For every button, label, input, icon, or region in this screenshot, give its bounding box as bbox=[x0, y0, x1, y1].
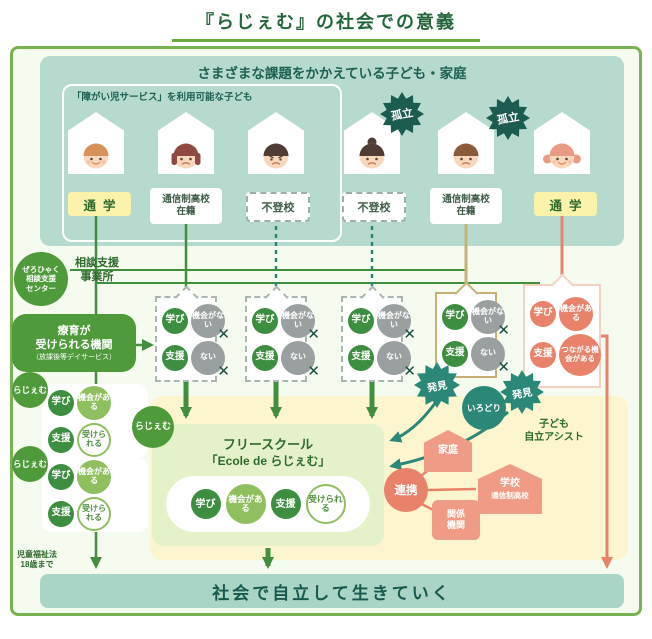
connected-box: 学び 機会がある 支援 つながる機会がある bbox=[523, 284, 601, 388]
status-tsushin-1: 通信制高校 在籍 bbox=[150, 188, 222, 224]
support-received-bubble: 受けられる bbox=[77, 496, 111, 531]
support-row: 支援 ない ✕ bbox=[348, 340, 416, 380]
learning-bubble: 学び bbox=[48, 463, 74, 490]
support-bubble: 支援 bbox=[48, 426, 74, 453]
learning-bubble: 学び bbox=[442, 303, 468, 330]
child-face-icon bbox=[453, 143, 479, 169]
learning-row: 学び 機会がない ✕ bbox=[348, 303, 416, 343]
connected-opportunity-bubble: つながる機会がある bbox=[559, 333, 601, 376]
support-row: 支援 ない ✕ bbox=[442, 336, 510, 376]
support-bubble: 支援 bbox=[530, 341, 556, 368]
child-face-icon bbox=[263, 143, 289, 169]
cross-mark-icon: ✕ bbox=[307, 325, 320, 343]
welfare-law-note: 児童福祉法 18歳まで bbox=[17, 550, 57, 570]
status-futoko-2: 不登校 bbox=[342, 192, 406, 222]
support-received-bubble: 受けられる bbox=[77, 422, 111, 457]
related-organization-node: 関係 機関 bbox=[432, 500, 480, 540]
rajemu-badge-school: らじぇむ bbox=[132, 406, 174, 448]
top-panel-title: さまざまな課題をかかえている子ども・家庭 bbox=[197, 66, 467, 81]
learning-row: 学び 機会がない ✕ bbox=[252, 303, 320, 343]
free-school-title-line1: フリースクール bbox=[222, 437, 314, 452]
support-bubble: 支援 bbox=[162, 344, 188, 371]
cooperation-node: 連携 bbox=[384, 468, 428, 512]
child-face-icon bbox=[83, 143, 109, 169]
page-title: 『らじぇむ』の社会での意義 bbox=[0, 8, 652, 42]
cross-mark-icon: ✕ bbox=[497, 358, 510, 376]
child-face-icon bbox=[359, 137, 385, 169]
no-opportunity-bubble: 機会がない bbox=[191, 303, 225, 338]
assist-service-badge: いろどり bbox=[462, 386, 506, 430]
no-opportunity-bubble: 機会がない bbox=[377, 303, 411, 338]
no-support-bubble: ない bbox=[377, 340, 411, 375]
learning-row: 学び 機会がない ✕ bbox=[162, 303, 230, 343]
opportunity-available-bubble: 機会がある bbox=[225, 484, 266, 524]
status-futoko-1: 不登校 bbox=[246, 192, 310, 222]
no-support-bubble: ない bbox=[471, 336, 505, 371]
deficit-box-3: 学び 機会がない ✕ 支援 ない ✕ bbox=[341, 296, 416, 382]
learning-row: 学び 機会がある bbox=[48, 385, 111, 420]
deficit-box-2: 学び 機会がない ✕ 支援 ない ✕ bbox=[245, 296, 320, 382]
cross-mark-icon: ✕ bbox=[217, 325, 230, 343]
learning-row: 学び 機会がない ✕ bbox=[442, 299, 510, 339]
status-tsugaku-1: 通学 bbox=[68, 192, 131, 216]
no-opportunity-bubble: 機会がない bbox=[281, 303, 315, 338]
disability-service-label: 「障がい児サービス」を利用可能な子ども bbox=[72, 92, 253, 103]
cross-mark-icon: ✕ bbox=[403, 325, 416, 343]
no-opportunity-bubble: 機会がない bbox=[471, 299, 505, 334]
opportunity-available-bubble: 機会がある bbox=[77, 459, 111, 494]
rajemu-badge-1: らじぇむ bbox=[12, 372, 48, 408]
child-face-icon bbox=[543, 143, 581, 169]
cross-mark-icon: ✕ bbox=[497, 321, 510, 339]
support-bubble: 支援 bbox=[48, 500, 74, 527]
bottom-goal-bar: 社会で自立して生きていく bbox=[40, 574, 624, 608]
support-row: 支援 受けられる bbox=[48, 496, 111, 531]
learning-bubble: 学び bbox=[530, 300, 556, 327]
support-received-bubble: 受けられる bbox=[305, 484, 346, 524]
zerohyaku-center-badge: ぜろひゃく 相談支援 センター bbox=[14, 252, 68, 306]
support-bubble: 支援 bbox=[348, 344, 374, 371]
learning-row: 学び 機会がある bbox=[48, 459, 111, 494]
deficit-box-1: 学び 機会がない ✕ 支援 ない ✕ bbox=[155, 296, 230, 382]
learning-bubble: 学び bbox=[190, 489, 221, 519]
ryoiku-organization-label: 療育が 受けられる機関 （放課後等デイサービス） bbox=[12, 314, 136, 372]
learning-row: 学び 機会がある bbox=[530, 296, 593, 331]
learning-bubble: 学び bbox=[348, 307, 374, 334]
rajemu-outcome-box-2: 学び 機会がある 支援 受けられる bbox=[42, 458, 148, 532]
child-face-icon bbox=[171, 143, 201, 169]
support-row: 支援 つながる機会がある bbox=[530, 333, 601, 376]
no-support-bubble: ない bbox=[281, 340, 315, 375]
rajemu-badge-2: らじぇむ bbox=[12, 446, 48, 482]
deficit-box-4: 学び 機会がない ✕ 支援 ない ✕ bbox=[435, 292, 510, 378]
support-bubble: 支援 bbox=[270, 489, 301, 519]
cross-mark-icon: ✕ bbox=[307, 362, 320, 380]
cross-mark-icon: ✕ bbox=[217, 362, 230, 380]
learning-bubble: 学び bbox=[48, 389, 74, 416]
cross-mark-icon: ✕ bbox=[403, 362, 416, 380]
disability-service-group-box bbox=[62, 84, 342, 242]
learning-bubble: 学び bbox=[162, 307, 188, 334]
support-bubble: 支援 bbox=[442, 340, 468, 367]
no-support-bubble: ない bbox=[191, 340, 225, 375]
support-office-label: 相談支援 事業所 bbox=[75, 257, 119, 284]
status-tsushin-2: 通信制高校 在籍 bbox=[430, 188, 502, 224]
support-bubble: 支援 bbox=[252, 344, 278, 371]
learning-bubble: 学び bbox=[252, 307, 278, 334]
child-independence-assist-label: 子ども 自立アシスト bbox=[524, 419, 584, 443]
free-school-title-line2: 「Ecole de らじぇむ」 bbox=[205, 454, 331, 468]
free-school-outcome-pill: 学び 機会がある 支援 受けられる bbox=[166, 476, 370, 532]
support-row: 支援 ない ✕ bbox=[252, 340, 320, 380]
support-row: 支援 ない ✕ bbox=[162, 340, 230, 380]
opportunity-available-bubble: 機会がある bbox=[559, 296, 593, 331]
support-row: 支援 受けられる bbox=[48, 422, 111, 457]
opportunity-available-bubble: 機会がある bbox=[77, 385, 111, 420]
status-tsugaku-2: 通学 bbox=[534, 192, 597, 216]
